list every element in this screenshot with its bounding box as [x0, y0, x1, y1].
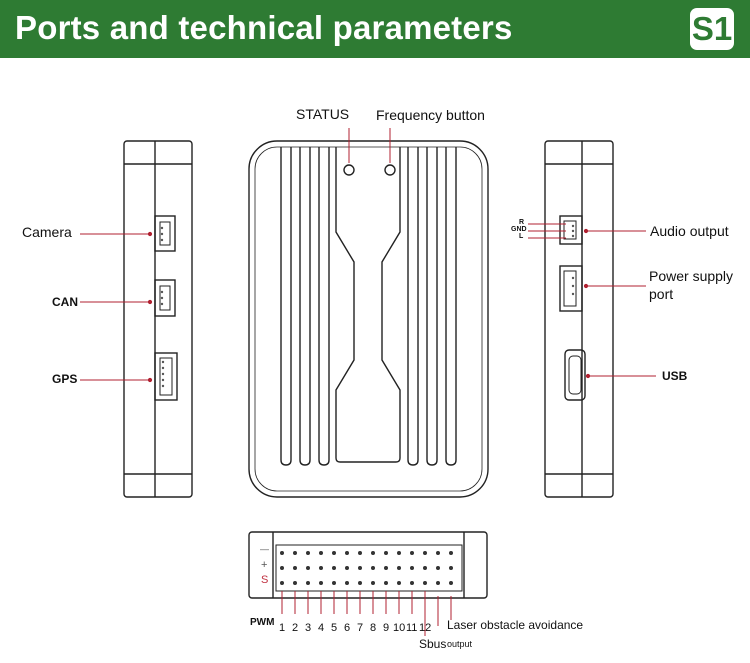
pwm-channel-4: 4 [318, 622, 325, 634]
audio-l-label: L [519, 233, 524, 240]
audio-gnd-label: GND [511, 226, 527, 233]
usb-port [564, 349, 586, 401]
pwm-header [275, 544, 463, 592]
camera-port [154, 215, 176, 252]
usb-label: USB [662, 369, 688, 383]
pwm-channel-8: 8 [370, 622, 377, 634]
pwm-channel-10: 10 [393, 622, 406, 634]
status-led [343, 164, 355, 176]
gps-port [154, 352, 178, 401]
sbus-output-label: output [447, 639, 473, 649]
can-label: CAN [52, 295, 78, 309]
sbus-label: Sbus [419, 637, 447, 651]
pwm-channel-9: 9 [383, 622, 390, 634]
pwm-channel-11: 11 [406, 622, 418, 634]
pwm-channel-2: 2 [292, 622, 299, 634]
pwm-channel-12: 12 [419, 622, 432, 634]
power-supply-label: Power supply [649, 268, 734, 284]
audio-port [559, 215, 583, 245]
pwm-channel-6: 6 [344, 622, 351, 634]
power-port [559, 265, 583, 312]
pwm-channel-3: 3 [305, 622, 312, 634]
pwm-label: PWM [250, 617, 275, 628]
audio-r-label: R [519, 219, 525, 226]
gps-label: GPS [52, 372, 78, 386]
can-port [154, 279, 176, 317]
camera-label: Camera [22, 224, 72, 240]
frequency-button [384, 164, 396, 176]
header-bar: Ports and technical parameters S1 [0, 0, 750, 58]
laser-label: Laser obstacle avoidance [447, 618, 584, 632]
frequency-button-label: Frequency button [376, 107, 485, 123]
pin-plus-label: + [261, 559, 268, 571]
pwm-channel-1: 1 [279, 622, 286, 634]
s1-badge: S1 [690, 8, 734, 50]
right-side-view [544, 140, 614, 498]
left-side-view [123, 140, 193, 498]
status-label: STATUS [296, 106, 350, 122]
pin-s-label: S [261, 574, 269, 586]
top-view-body [248, 140, 489, 498]
page-title: Ports and technical parameters [15, 9, 513, 46]
pin-minus-label: — [260, 544, 269, 554]
device-diagram [80, 128, 656, 636]
power-supply-label-line2: port [649, 286, 674, 302]
audio-output-label: Audio output [650, 223, 729, 239]
pwm-channel-5: 5 [331, 622, 338, 634]
pwm-view [248, 531, 488, 599]
pwm-channel-7: 7 [357, 622, 364, 634]
